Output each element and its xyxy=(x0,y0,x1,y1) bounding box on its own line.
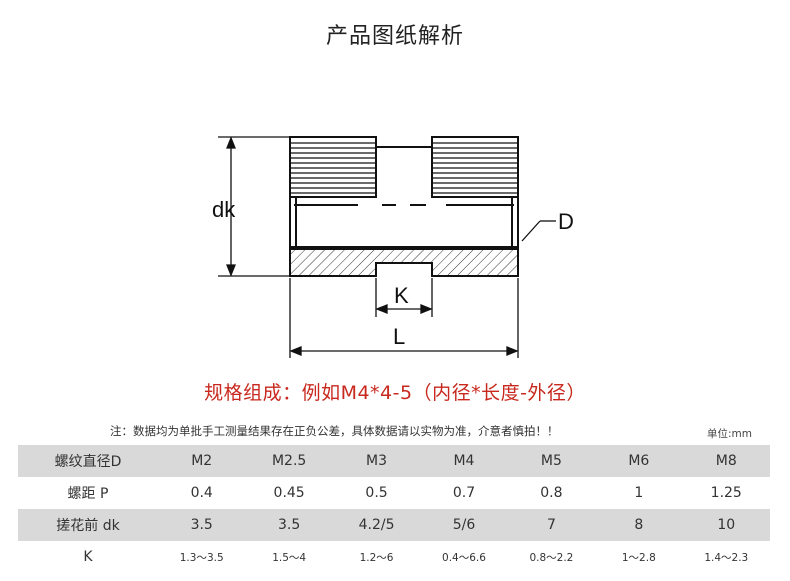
table-cell: 7 xyxy=(507,509,596,541)
tolerance-note: 注：数据均为单批手工测量结果存在正负公差，具体数据请以实物为准，介意者慎拍！！ xyxy=(110,424,559,438)
table-cell: M3 xyxy=(332,445,421,477)
table-cell: M5 xyxy=(507,445,596,477)
table-cell: 4.2/5 xyxy=(332,509,421,541)
table-cell: 10 xyxy=(682,509,770,541)
unit-label: 单位:mm xyxy=(707,428,752,440)
table-cell: 0.7 xyxy=(452,485,476,501)
table-cell: 0.45 xyxy=(273,485,305,501)
table-cell: M2 xyxy=(158,445,246,477)
table-cell: M8 xyxy=(682,445,770,477)
table-cell: 1～2.8 xyxy=(621,551,656,564)
table-cell: 1.4～2.3 xyxy=(704,551,749,564)
l-label: L xyxy=(393,324,405,349)
k-label: K xyxy=(394,283,409,308)
table-cell: 3.5 xyxy=(245,509,333,541)
spec-table: 螺纹直径D M2 M2.5 M3 M4 M5 M6 M8 螺距 P 0.4 0.… xyxy=(18,445,770,573)
table-cell: 0.4～6.6 xyxy=(442,551,486,564)
table-cell: 1.5～4 xyxy=(272,551,307,564)
l-dimension xyxy=(289,278,519,358)
spec-format-line: 规格组成：例如M4*4-5（内径*长度-外径） xyxy=(204,382,586,404)
table-cell: 3.5 xyxy=(158,509,246,541)
table-cell: M4 xyxy=(420,445,508,477)
table-cell: M6 xyxy=(595,445,683,477)
d-label: D xyxy=(558,209,574,234)
table-cell: 1.3～3.5 xyxy=(179,551,224,564)
row-header: 螺纹直径D xyxy=(18,445,158,477)
row-header: 螺距 P xyxy=(67,486,109,502)
table-cell: 8 xyxy=(595,509,683,541)
k-dimension xyxy=(375,278,433,317)
table-cell: 0.4 xyxy=(190,485,213,501)
table-row-pitch: 螺距 P 0.4 0.45 0.5 0.7 0.8 1 1.25 xyxy=(18,477,770,509)
row-header: K xyxy=(83,549,93,565)
technical-drawing: dk D K L xyxy=(212,136,574,358)
table-row-dk: 搓花前 dk 3.5 3.5 4.2/5 5/6 7 8 10 xyxy=(18,509,770,541)
hatched-section xyxy=(289,248,519,277)
knurl-left xyxy=(289,136,377,198)
knurl-right xyxy=(431,136,519,198)
table-cell: M2.5 xyxy=(245,445,333,477)
table-cell: 0.8～2.2 xyxy=(529,551,574,564)
table-row-k: K 1.3～3.5 1.5～4 1.2～6 0.4～6.6 0.8～2.2 1～… xyxy=(18,541,770,573)
table-cell: 1 xyxy=(634,485,644,501)
table-cell: 1.25 xyxy=(710,485,742,501)
dk-dimension xyxy=(218,136,290,277)
table-row-thread-diameter: 螺纹直径D M2 M2.5 M3 M4 M5 M6 M8 xyxy=(18,445,770,477)
table-cell: 0.5 xyxy=(365,485,388,501)
table-cell: 5/6 xyxy=(420,509,508,541)
page-title: 产品图纸解析 xyxy=(325,24,464,49)
table-cell: 1.2～6 xyxy=(359,551,394,564)
row-header: 搓花前 dk xyxy=(18,509,158,541)
dk-label: dk xyxy=(212,197,236,222)
d-leader xyxy=(521,220,556,242)
table-cell: 0.8 xyxy=(540,485,563,501)
